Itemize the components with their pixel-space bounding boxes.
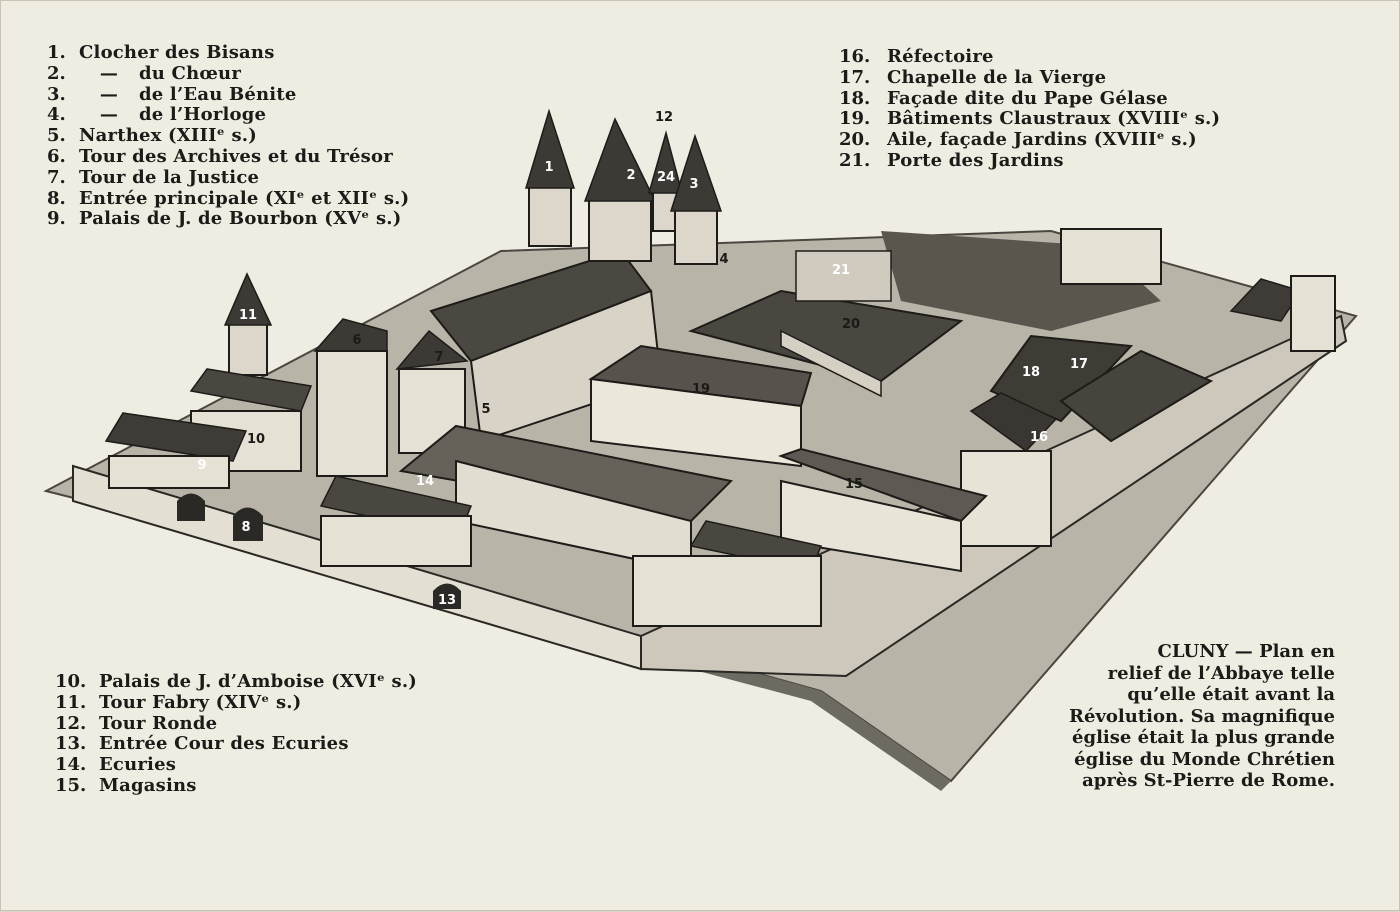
tower-24-spire	[648, 130, 683, 194]
legend-item: 21.Porte des Jardins	[839, 149, 1064, 171]
tower-3-spire	[669, 133, 723, 212]
legend-item: 10.Palais de J. d’Amboise (XVIᵉ s.)	[55, 671, 418, 692]
tower-2-body	[588, 198, 652, 262]
ditto-dash: —	[99, 62, 119, 84]
model-label-12: 12	[655, 110, 673, 125]
legend-item: 20.Aile, façade Jardins (XVIIIᵉ s.)	[839, 129, 1197, 151]
tower-11-spire	[223, 272, 273, 326]
arch-left	[177, 493, 205, 521]
caption-line: église était la plus grande	[1072, 727, 1335, 748]
model-label-5: 5	[481, 402, 490, 417]
building-front-wall	[632, 555, 822, 627]
legend-item: 7.Tour de la Justice	[47, 166, 260, 188]
ditto-dash: —	[99, 83, 119, 105]
ditto-dash: —	[99, 104, 119, 126]
building-9-wall	[108, 455, 230, 489]
caption-line: CLUNY — Plan en	[1157, 641, 1335, 662]
building-10-roof	[189, 368, 313, 412]
block-16-roof	[969, 392, 1058, 452]
legend-item: 17.Chapelle de la Vierge	[839, 66, 1107, 88]
legend-item: 11.Tour Fabry (XIVᵉ s.)	[55, 691, 302, 713]
model-label-18: 18	[1022, 365, 1040, 380]
block-20-wall	[780, 329, 882, 398]
tower-6-body	[316, 350, 388, 477]
legend-item: 3.—de l’Eau Bénite	[47, 83, 297, 105]
caption-line: relief de l’Abbaye telle	[1107, 662, 1335, 684]
legend-item: 1.Clocher des Bisans	[47, 42, 275, 63]
model-label-3: 3	[689, 177, 698, 192]
model-label-20: 20	[842, 317, 860, 332]
legend-item: 4.—de l’Horloge	[47, 104, 267, 126]
building-right-wall	[1290, 275, 1336, 352]
legend-item: 13.Entrée Cour des Ecuries	[55, 733, 349, 755]
block-21	[795, 250, 892, 302]
tower-7-roof	[395, 329, 469, 370]
legend-item: 9.Palais de J. de Bourbon (XVᵉ s.)	[47, 208, 402, 230]
gatehouse-21	[1060, 228, 1162, 285]
arch-entrance-8	[233, 507, 263, 541]
model-label-8: 8	[241, 520, 250, 535]
model-label-14: 14	[416, 474, 434, 489]
model-label-4: 4	[719, 252, 728, 267]
legend-item: 8.Entrée principale (XIᵉ et XIIᵉ s.)	[47, 187, 410, 209]
building-8-wall	[320, 515, 472, 567]
legend-item: 2.—du Chœur	[47, 62, 242, 84]
model-label-9: 9	[197, 458, 206, 473]
block-15-roof	[778, 447, 988, 523]
tower-1-spire	[524, 108, 576, 189]
arch-13	[433, 583, 461, 609]
legend-top-right: 16.Réfectoire 17.Chapelle de la Vierge 1…	[839, 46, 1221, 172]
block-17-roof	[1059, 349, 1214, 443]
model-label-21: 21	[832, 263, 850, 278]
legend-item: 19.Bâtiments Claustraux (XVIIIᵉ s.)	[839, 108, 1221, 130]
tower-11-body	[228, 322, 268, 376]
tower-2-spire	[583, 117, 657, 202]
model-label-13: 13	[438, 593, 456, 608]
block-19-wall	[590, 377, 802, 468]
legend-item: 14.Ecuries	[55, 754, 177, 776]
legend-item: 18.Façade dite du Pape Gélase	[839, 87, 1168, 109]
model-label-2: 2	[626, 168, 635, 183]
legend-item: 5.Narthex (XIIIᵉ s.)	[47, 125, 257, 147]
building-9-roof	[104, 412, 248, 462]
legend-item: 12.Tour Ronde	[55, 712, 218, 734]
model-labels-light: 1 2 3 24 11 9 8 13 14 18 17 16 21	[197, 160, 1088, 608]
tower-1-body	[528, 185, 572, 247]
legend-top-left: 1.Clocher des Bisans 2.—du Chœur 3.—de l…	[47, 42, 410, 230]
legend-item: 16.Réfectoire	[839, 46, 994, 67]
model-label-10: 10	[247, 432, 265, 447]
model-label-7: 7	[434, 350, 443, 365]
caption-line: Révolution. Sa magnifique	[1069, 705, 1335, 727]
caption-line: église du Monde Chrétien	[1074, 748, 1335, 770]
model-label-11: 11	[239, 308, 257, 323]
model-label-6: 6	[352, 333, 361, 348]
model-labels-dark: 12 6 7 5 4 10 19 20 15	[247, 110, 863, 492]
legend-item: 6.Tour des Archives et du Trésor	[47, 145, 393, 167]
model-label-16: 16	[1030, 430, 1048, 445]
tower-3-body	[674, 208, 718, 265]
caption-line: qu’elle était avant la	[1127, 684, 1335, 705]
model-label-19: 19	[692, 382, 710, 397]
model-label-17: 17	[1070, 357, 1088, 372]
model-label-24: 24	[657, 170, 675, 185]
model-label-1: 1	[544, 160, 553, 175]
legend-item: 15.Magasins	[55, 774, 197, 796]
caption-line: après St-Pierre de Rome.	[1082, 770, 1335, 791]
block-15-wall	[780, 479, 962, 573]
legend-bottom-left: 10.Palais de J. d’Amboise (XVIᵉ s.) 11.T…	[55, 671, 418, 797]
caption: CLUNY — Plan en relief de l’Abbaye telle…	[945, 641, 1335, 792]
model-label-15: 15	[845, 477, 863, 492]
